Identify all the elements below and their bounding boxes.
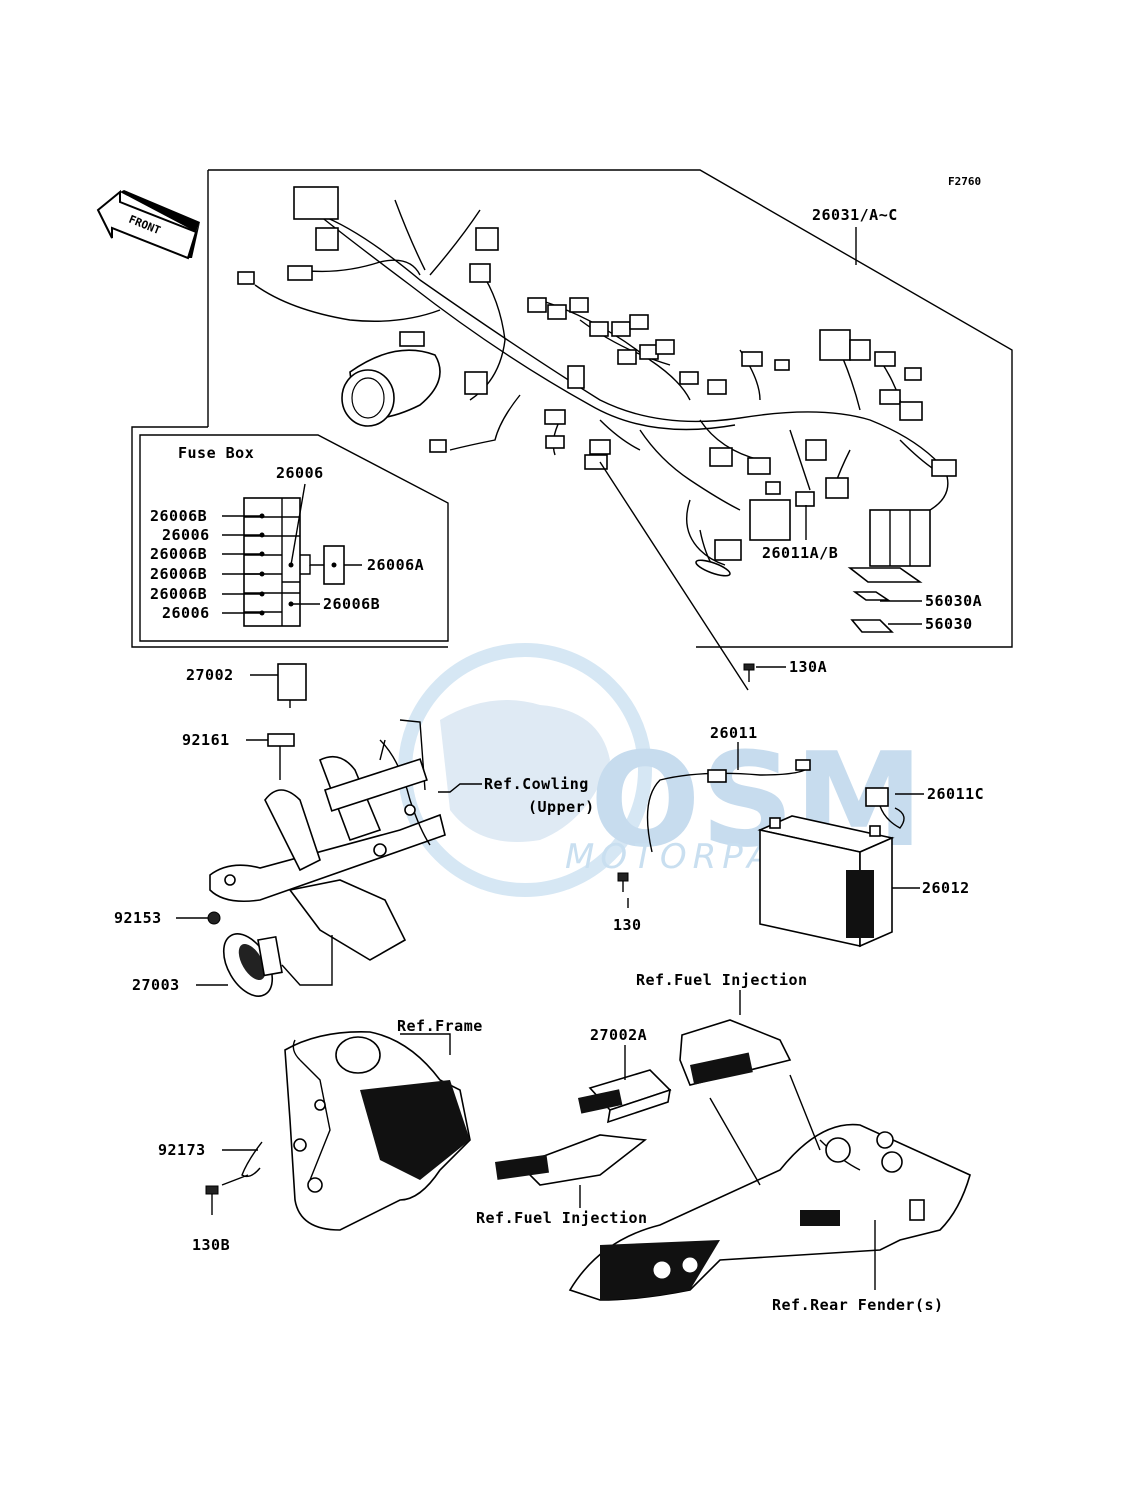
front-arrow-icon: FRONT — [96, 189, 200, 260]
harness-frame — [208, 169, 1013, 648]
ref-cowling-2: (Upper) — [528, 798, 595, 816]
diagram-code: F2760 — [948, 175, 981, 188]
fuse-left-label-2: 26006 — [162, 526, 210, 544]
battery — [757, 815, 895, 948]
ref-fuel-injection-bottom: Ref.Fuel Injection — [476, 1209, 648, 1227]
fuse-left-label-5: 26006B — [150, 585, 207, 603]
fuse-top-label: 26006 — [276, 464, 324, 482]
ref-rear-fender: Ref.Rear Fender(s) — [772, 1296, 944, 1314]
callout-cable-26011: 26011 — [710, 724, 758, 742]
frame-section — [284, 1031, 471, 1231]
fuse-left-label-4: 26006B — [150, 565, 207, 583]
fuse-box-inset: Fuse Box 26006B 26006 26006B 26006B — [139, 434, 449, 642]
callout-bolt-130: 130 — [613, 916, 642, 934]
ecu-icon — [578, 1069, 672, 1124]
callout-cap-26011c: 26011C — [927, 785, 984, 803]
fuse-right-label-2: 26006B — [323, 595, 380, 613]
fuse-left-label-1: 26006B — [150, 507, 207, 525]
grommet-icon — [207, 911, 221, 925]
relay-holder-icon — [267, 733, 295, 747]
ref-frame: Ref.Frame — [397, 1017, 483, 1035]
main-connector — [293, 186, 339, 220]
fuel-injection-module-bottom — [495, 1134, 648, 1186]
callout-connector: 26011A/B — [762, 544, 838, 562]
fuse-left-label-6: 26006 — [162, 604, 210, 622]
fuel-injection-module-top — [679, 1019, 792, 1086]
ref-cowling-1: Ref.Cowling — [484, 775, 589, 793]
fuse-right-label-1: 26006A — [367, 556, 424, 574]
callout-clamp: 92173 — [158, 1141, 206, 1159]
fuse-box-part — [847, 509, 931, 583]
callout-bolt-130b: 130B — [192, 1236, 230, 1254]
callout-horn: 27003 — [132, 976, 180, 994]
bolt-130b-icon — [205, 1185, 219, 1215]
bolt-130a-icon — [743, 663, 755, 682]
callout-harness: 26031/A~C — [812, 206, 898, 224]
front-bracket-assembly — [209, 719, 446, 961]
clamp-icon — [241, 1141, 263, 1178]
harness-frame-bottom — [131, 426, 448, 648]
rear-fender — [568, 1123, 971, 1301]
callout-cap-a: 56030A — [925, 592, 982, 610]
callout-relay: 27002 — [186, 666, 234, 684]
terminal-cap-icon — [865, 787, 905, 829]
fuse-left-label-3: 26006B — [150, 545, 207, 563]
callout-cap: 56030 — [925, 615, 973, 633]
fuse-box-title: Fuse Box — [178, 444, 254, 462]
horn-icon — [222, 933, 283, 997]
ecu-connector — [749, 499, 791, 541]
wiring-harness — [237, 186, 957, 633]
ref-fuel-injection-top: Ref.Fuel Injection — [636, 971, 808, 989]
bolt-130-icon — [617, 872, 629, 892]
harness-boot — [341, 349, 441, 427]
callout-ecu: 27002A — [590, 1026, 647, 1044]
callout-grommet: 92153 — [114, 909, 162, 927]
callout-bolt-130a: 130A — [789, 658, 827, 676]
battery-cable — [646, 759, 811, 853]
watermark-continent-icon — [440, 700, 610, 842]
callout-holder: 92161 — [182, 731, 230, 749]
relay-icon — [277, 663, 307, 708]
callout-battery: 26012 — [922, 879, 970, 897]
